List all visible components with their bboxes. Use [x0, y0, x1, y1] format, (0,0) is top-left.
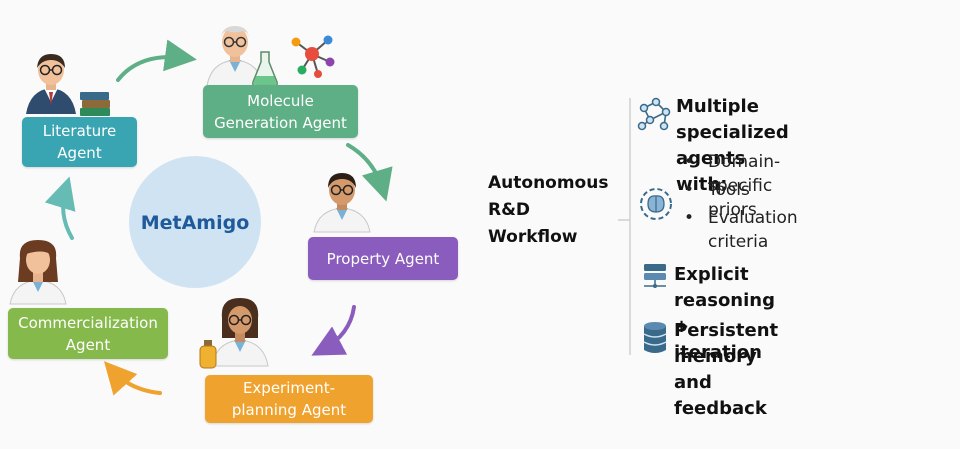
database-icon — [643, 322, 667, 353]
bullet-item: Evaluation criteria — [684, 206, 798, 254]
experiment-agent-line2: planning Agent — [231, 401, 347, 419]
property-agent-box: Property Agent — [308, 237, 458, 280]
commercialization-agent-line2: Agent — [65, 335, 111, 354]
hub-circle — [129, 156, 261, 288]
arrow-property-to-experiment — [311, 305, 356, 356]
literature-agent-line1: Literature — [42, 122, 117, 140]
network-icon — [637, 97, 671, 131]
feature-reasoning: Explicit reasoning + iteration — [674, 264, 775, 363]
scientist-icon — [26, 54, 76, 114]
arrow-molecule-to-property — [346, 143, 393, 202]
workflow-title-line1: Autonomous — [488, 173, 609, 193]
workflow-title-line3: Workflow — [488, 227, 578, 247]
literature-agent-box: Literature Agent — [22, 117, 137, 167]
molecule-agent-line1: Molecule — [247, 91, 314, 110]
workflow-title: Autonomous R&D Workflow — [488, 170, 608, 251]
server-icon — [644, 264, 666, 288]
commercialization-agent-line1: Commercialization — [18, 313, 158, 332]
workflow-title-line2: R&D — [488, 200, 531, 220]
bullet-item: Tools — [684, 178, 750, 202]
arrow-literature-to-molecule — [116, 39, 197, 82]
scientist-icon — [211, 298, 269, 367]
feature-memory-line1: Persistent memory and — [674, 320, 779, 393]
experiment-planning-agent-box: Experiment- planning Agent — [205, 375, 373, 423]
brain-gear-icon — [640, 188, 672, 220]
property-agent-line1: Property Agent — [326, 249, 440, 268]
literature-agent-line2: Agent — [57, 144, 102, 162]
scientist-icon — [206, 26, 264, 87]
arrow-experiment-to-commercialization — [103, 361, 162, 396]
flask-icon — [252, 51, 278, 87]
feature-memory: Persistent memory and feedback — [674, 318, 778, 422]
feature-memory-line2: feedback — [674, 398, 767, 419]
molecule-icon — [291, 35, 335, 78]
molecule-generation-agent-box: Molecule Generation Agent — [203, 85, 358, 138]
bottle-icon — [199, 340, 217, 369]
hub-label: MetAmigo — [140, 212, 250, 234]
books-icon — [80, 92, 110, 116]
scientist-icon — [313, 173, 371, 233]
scientist-icon — [9, 240, 67, 305]
experiment-agent-line1: Experiment- — [242, 379, 336, 397]
arrow-commercialization-to-literature — [44, 176, 76, 240]
molecule-agent-line2: Generation Agent — [214, 113, 347, 132]
commercialization-agent-box: Commercialization Agent — [8, 308, 168, 359]
